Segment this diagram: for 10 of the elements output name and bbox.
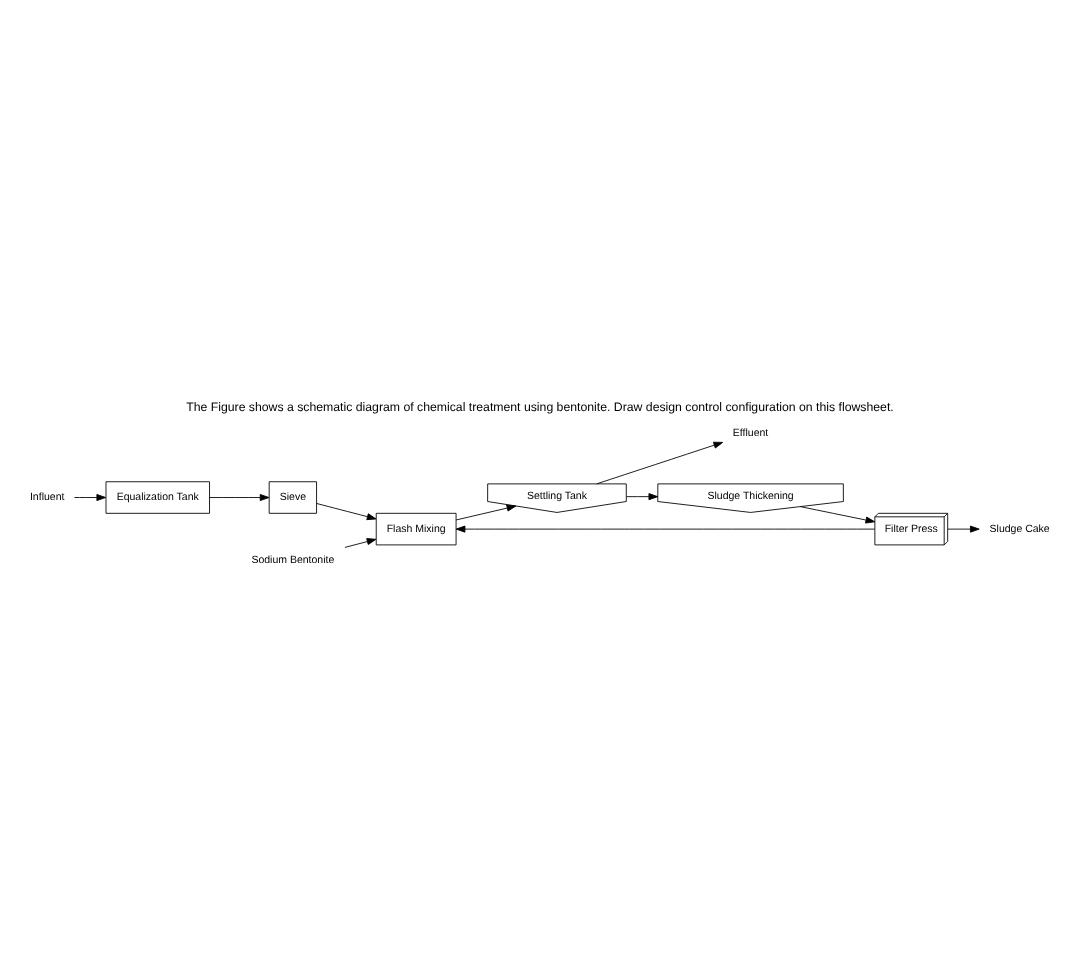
arrow — [800, 505, 876, 523]
arrow — [455, 524, 876, 532]
arrow — [74, 493, 107, 501]
arrow — [626, 492, 659, 500]
arrow — [344, 537, 377, 547]
arrow — [455, 503, 517, 520]
arrow — [209, 493, 270, 501]
arrow — [316, 502, 377, 520]
arrow — [947, 524, 980, 532]
arrow — [596, 440, 724, 484]
